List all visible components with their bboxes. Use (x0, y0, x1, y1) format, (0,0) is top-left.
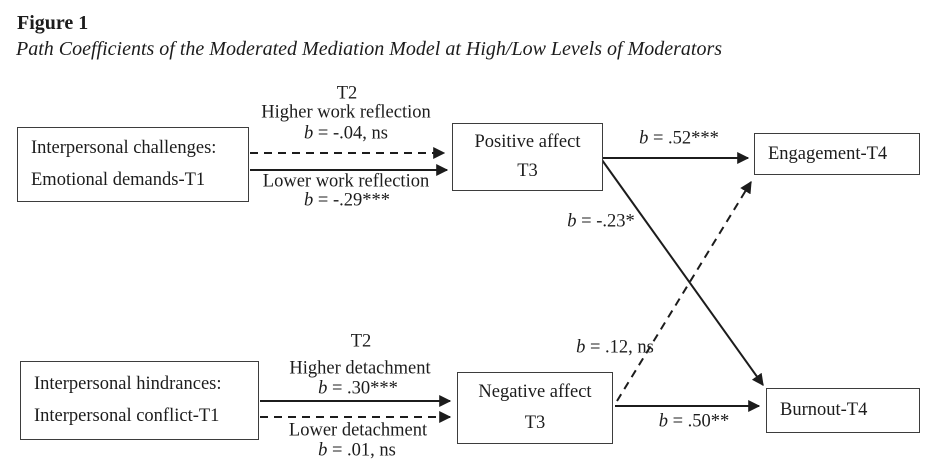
coef-value: = -.29*** (313, 190, 390, 211)
box-negative-affect-line2: T3 (524, 412, 546, 433)
coef-variable: b (304, 123, 314, 144)
coef-value: = .50** (667, 411, 730, 432)
figure-label: Figure 1 (17, 12, 89, 34)
box-negative-affect-line1: Negative affect (478, 382, 592, 403)
coef-low-detachment: b = .01, ns (318, 441, 396, 462)
coef-variable: b (576, 337, 586, 358)
coef-positive-affect-to-burnout: b = -.23* (567, 212, 634, 233)
moderator-low-detachment-label: Lower detachment (288, 420, 428, 441)
box-positive-affect: Positive affect T3 (452, 123, 603, 191)
box-burnout-label: Burnout-T4 (780, 400, 868, 420)
moderator-high-work-reflection-label: Higher work reflection (261, 102, 431, 123)
coef-negative-affect-to-engagement: b = .12, ns (576, 338, 654, 359)
coef-value: = .01, ns (327, 440, 396, 461)
box-engagement: Engagement-T4 (754, 133, 920, 175)
box-interpersonal-conflict: Interpersonal hindrances: Interpersonal … (20, 361, 259, 440)
coef-value: = .12, ns (585, 337, 654, 358)
coef-variable: b (658, 411, 668, 432)
box-emotional-demands-line1: Interpersonal challenges: (31, 138, 217, 159)
coef-high-detachment: b = .30*** (318, 379, 398, 400)
coef-variable: b (304, 190, 314, 211)
box-positive-affect-line1: Positive affect (474, 132, 581, 152)
coef-variable: b (639, 128, 649, 149)
moderator-high-detachment-label: Higher detachment (289, 358, 431, 379)
figure-caption: Path Coefficients of the Moderated Media… (16, 38, 723, 60)
moderator-time-label-bottom: T2 (350, 331, 372, 352)
arrow-negative-affect-to-engagement-dashed (616, 180, 752, 402)
moderator-low-work-reflection-label: Lower work reflection (262, 171, 430, 192)
coef-positive-affect-to-engagement: b = .52*** (639, 129, 719, 150)
box-negative-affect: Negative affect T3 (457, 372, 613, 444)
box-positive-affect-line2: T3 (517, 161, 538, 181)
coef-high-work-reflection: b = -.04, ns (304, 124, 388, 145)
coef-variable: b (567, 211, 577, 232)
box-emotional-demands-line2: Emotional demands-T1 (31, 169, 206, 190)
box-interpersonal-conflict-line1: Interpersonal hindrances: (34, 373, 222, 394)
box-interpersonal-conflict-line2: Interpersonal conflict-T1 (34, 406, 220, 427)
box-engagement-label: Engagement-T4 (768, 143, 888, 164)
coef-value: = .52*** (648, 128, 719, 149)
box-burnout: Burnout-T4 (766, 388, 920, 433)
box-emotional-demands: Interpersonal challenges: Emotional dema… (17, 127, 249, 202)
moderator-time-label-top: T2 (336, 83, 358, 104)
coef-value: = .30*** (327, 378, 398, 399)
coef-variable: b (318, 378, 328, 399)
coef-negative-affect-to-burnout: b = .50** (659, 412, 730, 433)
coef-value: = -.04, ns (313, 123, 388, 144)
coef-variable: b (318, 440, 328, 461)
coef-value: = -.23* (576, 211, 635, 232)
coef-low-work-reflection: b = -.29*** (304, 191, 390, 212)
